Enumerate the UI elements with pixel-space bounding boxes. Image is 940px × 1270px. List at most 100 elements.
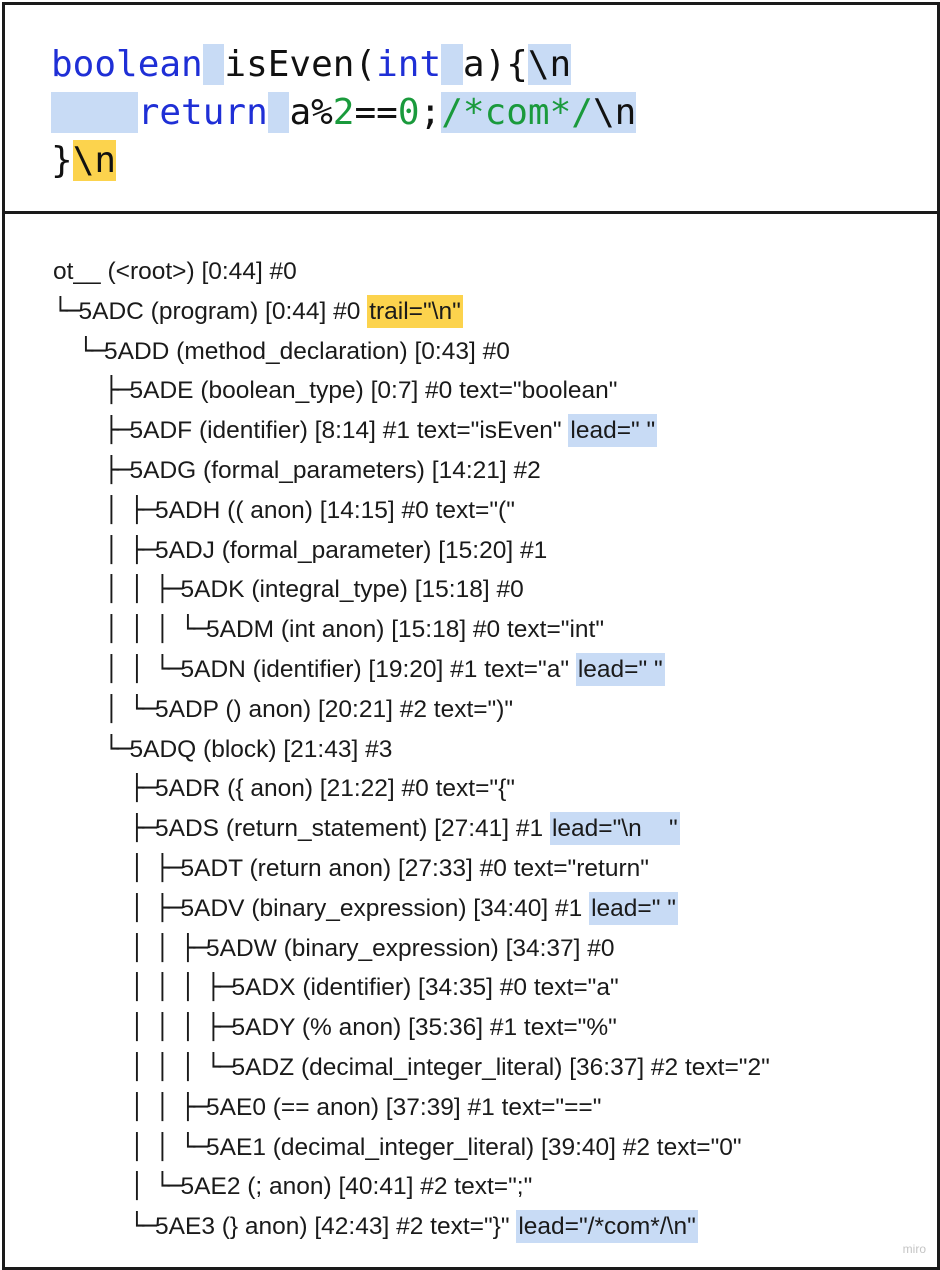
code-line: return a%2==0;/*com*/\n [51,89,637,137]
tree-node-annotation: lead=" " [589,891,678,925]
tree-node: │ │ ├─5AE0 (== anon) [37:39] #1 text="==… [53,1087,770,1127]
tree-node: │ ├─5ADT (return anon) [27:33] #0 text="… [53,848,770,888]
miro-watermark: miro [902,1242,926,1256]
code-token: \n [527,44,572,85]
code-token: int [376,44,442,85]
tree-branch-lines: ├─ [53,415,132,445]
code-token: boolean [51,44,203,85]
tree-node-label: 5ADF (identifier) [8:14] #1 text="isEven… [129,417,562,445]
code-token: } [51,140,73,181]
tree-node-label: 5ADY (% anon) [35:36] #1 text="%" [231,1014,617,1042]
tree-branch-lines: └─ [53,295,80,325]
tree-node-label: 5ADC (program) [0:44] #0 [78,297,361,325]
code-token: \n [592,92,637,133]
code-token: 0 [397,92,420,133]
tree-node-label: 5ADW (binary_expression) [34:37] #0 [206,934,615,962]
tree-branch-lines: ├─ [53,773,158,803]
tree-node: │ └─5AE2 (; anon) [40:41] #2 text=";" [53,1166,770,1206]
tree-branch-lines: └─ [53,335,107,365]
tree-node-label: ot__ (<root>) [0:44] #0 [53,258,297,285]
tree-node: │ │ └─5AE1 (decimal_integer_literal) [39… [53,1127,770,1167]
tree-branch-lines: ├─ [53,454,132,484]
tree-node: └─5ADC (program) [0:44] #0 trail="\n" [53,291,770,331]
code-token: a% [289,92,333,133]
tree-node-label: 5ADZ (decimal_integer_literal) [36:37] #… [231,1053,770,1081]
tree-node-annotation: lead="/*com*/\n" [516,1210,698,1244]
tree-branch-lines: │ │ │ ├─ [53,972,234,1002]
tree-branch-lines: │ │ │ └─ [53,614,208,644]
tree-node-label: 5AE3 (} anon) [42:43] #2 text="}" [155,1213,510,1241]
tree-node-label: 5ADV (binary_expression) [34:40] #1 [180,894,583,922]
tree-node-label: 5ADH (( anon) [14:15] #0 text="(" [155,496,515,524]
code-token [51,92,138,133]
tree-node: │ │ ├─5ADW (binary_expression) [34:37] #… [53,928,770,968]
tree-branch-lines: │ ├─ [53,534,157,564]
code-token: ; [419,92,442,133]
tree-node-annotation: lead=" " [575,652,665,686]
tree-branch-lines: │ │ ├─ [53,1091,209,1121]
tree-branch-lines: └─ [53,1211,158,1241]
tree-node-label: 5ADR ({ anon) [21:22] #0 text="{" [155,775,515,803]
tree-node-label: 5ADM (int anon) [15:18] #0 text="int" [206,616,605,644]
tree-node: │ ├─5ADJ (formal_parameter) [15:20] #1 [53,530,770,570]
code-line: boolean isEven(int a){\n [51,41,636,89]
tree-node-label: 5ADD (method_declaration) [0:43] #0 [104,337,510,365]
tree-branch-lines: │ │ │ └─ [53,1051,234,1081]
tree-branch-lines: │ │ │ ├─ [53,1012,234,1042]
tree-node: │ ├─5ADV (binary_expression) [34:40] #1 … [53,888,770,928]
tree-node: │ ├─5ADH (( anon) [14:15] #0 text="(" [53,490,770,530]
tree-node-label: 5ADG (formal_parameters) [14:21] #2 [129,456,541,484]
tree-branch-lines: │ ├─ [53,494,157,524]
tree-node: ├─5ADF (identifier) [8:14] #1 text="isEv… [53,410,770,450]
code-token: \n [72,140,117,181]
tree-node-label: 5ADX (identifier) [34:35] #0 text="a" [231,974,619,1002]
tree-node: │ │ │ └─5ADM (int anon) [15:18] #0 text=… [53,609,770,649]
tree-node: │ │ │ ├─5ADX (identifier) [34:35] #0 tex… [53,967,770,1007]
tree-node: ├─5ADR ({ anon) [21:22] #0 text="{" [53,768,770,808]
tree-node: │ │ ├─5ADK (integral_type) [15:18] #0 [53,569,770,609]
tree-node-label: 5ADS (return_statement) [27:41] #1 [155,815,544,843]
code-token [202,44,225,85]
tree-node: │ └─5ADP () anon) [20:21] #2 text=")" [53,689,770,729]
tree-branch-lines: │ └─ [53,1171,183,1201]
tree-node: └─5ADD (method_declaration) [0:43] #0 [53,331,770,371]
code-token: 2 [332,92,355,133]
tree-node: └─5AE3 (} anon) [42:43] #2 text="}" lead… [53,1206,770,1246]
tree-node: │ │ └─5ADN (identifier) [19:20] #1 text=… [53,649,770,689]
tree-branch-lines: ├─ [53,375,132,405]
tree-node: ├─5ADE (boolean_type) [0:7] #0 text="boo… [53,370,770,410]
tree-node-label: 5AE1 (decimal_integer_literal) [39:40] #… [206,1133,742,1161]
tree-node: ot__ (<root>) [0:44] #0 [53,251,770,291]
tree-node-label: 5ADK (integral_type) [15:18] #0 [180,576,524,604]
tree-branch-lines: └─ [53,733,132,763]
tree-branch-lines: │ └─ [53,693,157,723]
tree-node-annotation: trail="\n" [367,294,463,328]
tree-node: ├─5ADG (formal_parameters) [14:21] #2 [53,450,770,490]
tree-node-label: 5ADP () anon) [20:21] #2 text=")" [155,695,514,723]
tree-branch-lines: │ ├─ [53,892,183,922]
code-token [267,92,290,133]
tree-node-annotation: lead="\n " [549,812,680,846]
tree-branch-lines: │ │ ├─ [53,574,183,604]
tree-branch-lines: │ ├─ [53,852,183,882]
tree-node: │ │ │ ├─5ADY (% anon) [35:36] #1 text="%… [53,1007,770,1047]
tree-branch-lines: │ │ └─ [53,1131,209,1161]
tree-node-label: 5ADJ (formal_parameter) [15:20] #1 [155,536,548,564]
panel-divider [5,211,937,214]
tree-node-label: 5ADQ (block) [21:43] #3 [129,735,393,763]
code-token: return [137,92,268,133]
code-line: }\n [51,137,636,185]
tree-node-annotation: lead=" " [568,414,658,448]
syntax-tree-panel: ot__ (<root>) [0:44] #0└─5ADC (program) … [53,251,770,1246]
tree-branch-lines: │ │ ├─ [53,932,209,962]
code-token: /*com*/ [441,92,593,133]
tree-node: ├─5ADS (return_statement) [27:41] #1 lea… [53,808,770,848]
tree-branch-lines: │ │ └─ [53,653,183,683]
tree-node: └─5ADQ (block) [21:43] #3 [53,729,770,769]
code-token [441,44,463,85]
tree-node: │ │ │ └─5ADZ (decimal_integer_literal) [… [53,1047,770,1087]
code-panel: boolean isEven(int a){\n return a%2==0;/… [51,41,637,185]
tree-node-label: 5AE2 (; anon) [40:41] #2 text=";" [180,1173,533,1201]
tree-node-label: 5ADE (boolean_type) [0:7] #0 text="boole… [129,377,618,405]
